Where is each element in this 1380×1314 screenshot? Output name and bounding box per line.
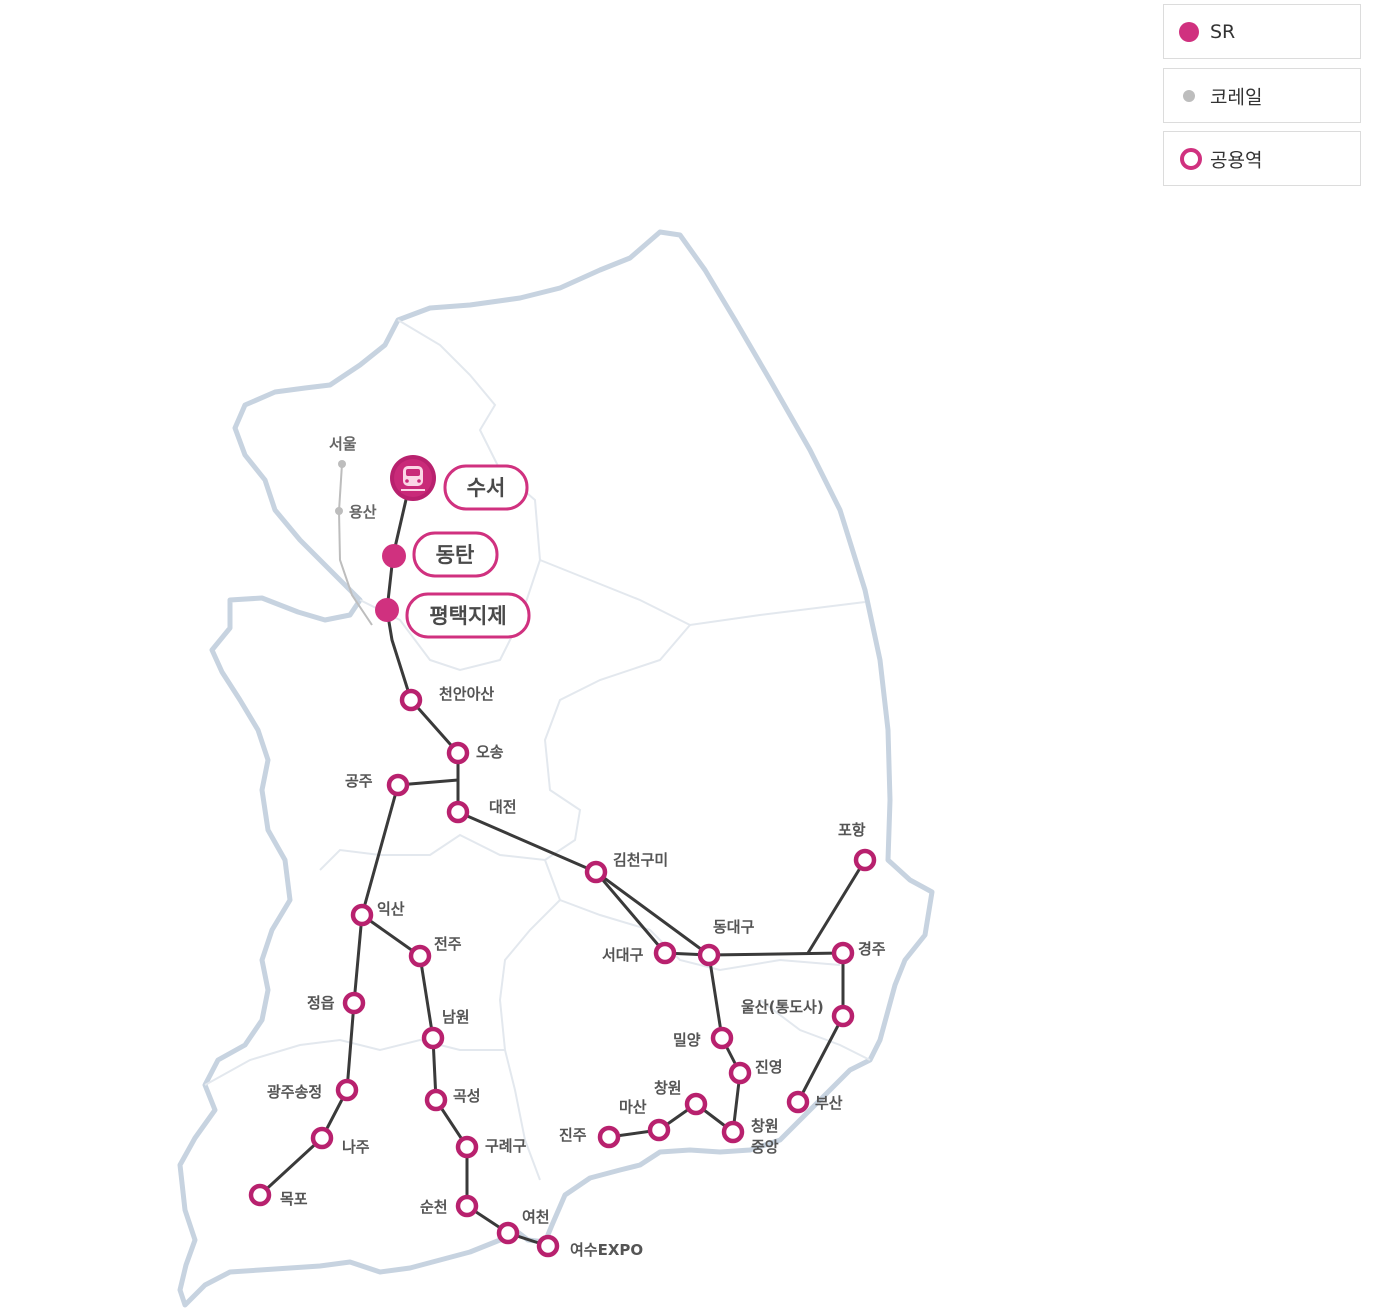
station-osong[interactable]: [446, 741, 470, 765]
station-namwon[interactable]: [421, 1026, 445, 1050]
station-miryang[interactable]: [710, 1026, 734, 1050]
label-naju: 나주: [342, 1138, 370, 1156]
station-gongju[interactable]: [386, 773, 410, 797]
legend-item-shared: 공용역: [1163, 131, 1361, 186]
peninsula-outline: [177, 229, 935, 1308]
pill-pyeongtaek[interactable]: 평택지제: [405, 592, 531, 639]
label-yongsan: 용산: [349, 503, 377, 521]
label-osong: 오송: [476, 743, 504, 761]
label-yeocheon: 여천: [522, 1208, 550, 1226]
label-gwangju: 광주송정: [267, 1083, 322, 1101]
svg-text:동탄: 동탄: [436, 543, 475, 567]
station-seodaegu[interactable]: [653, 941, 677, 965]
station-gyeongju[interactable]: [831, 941, 855, 965]
korail-station-yongsan[interactable]: [335, 507, 343, 515]
station-gurye[interactable]: [455, 1135, 479, 1159]
label-gimcheon: 김천구미: [613, 851, 668, 869]
sr-dot-icon: [1179, 21, 1199, 42]
station-iksan[interactable]: [350, 903, 374, 927]
station-daejeon[interactable]: [446, 800, 470, 824]
label-daejeon: 대전: [489, 798, 517, 816]
station-changwonjungang[interactable]: [721, 1120, 745, 1144]
station-pohang[interactable]: [853, 848, 877, 872]
station-masan[interactable]: [647, 1118, 671, 1142]
label-changwonjungang-line1: 창원: [751, 1117, 779, 1135]
label-changwonjungang-line2: 중앙: [751, 1138, 779, 1156]
korail-line: [337, 463, 373, 626]
shared-stations: [248, 688, 877, 1258]
label-suncheon: 순천: [420, 1198, 448, 1216]
pill-suseo[interactable]: 수서: [443, 464, 529, 511]
label-ulsan: 울산(통도사): [741, 998, 824, 1016]
station-jinju[interactable]: [597, 1125, 621, 1149]
station-ulsan[interactable]: [831, 1004, 855, 1028]
label-masan: 마산: [619, 1098, 647, 1116]
station-suncheon[interactable]: [455, 1194, 479, 1218]
korail-station-seoul[interactable]: [338, 460, 346, 468]
station-jeongeup[interactable]: [342, 991, 366, 1015]
label-namwon: 남원: [442, 1008, 470, 1026]
label-mokpo: 목포: [280, 1190, 308, 1208]
station-changwon[interactable]: [684, 1092, 708, 1116]
label-jeonju: 전주: [434, 935, 462, 953]
label-iksan: 익산: [377, 900, 405, 918]
label-cheonan: 천안아산: [439, 685, 494, 703]
label-pohang: 포항: [838, 821, 866, 839]
station-jeonju[interactable]: [408, 944, 432, 968]
station-gwangju[interactable]: [335, 1078, 359, 1102]
station-yeosu[interactable]: [536, 1234, 560, 1258]
svg-text:평택지제: 평택지제: [429, 604, 506, 628]
station-cheonan[interactable]: [399, 688, 423, 712]
label-busan: 부산: [815, 1094, 843, 1112]
province-borders: [204, 319, 871, 1181]
label-gokseong: 곡성: [453, 1087, 481, 1105]
label-seoul: 서울: [329, 435, 357, 453]
label-gongju: 공주: [345, 772, 373, 790]
station-mokpo[interactable]: [248, 1183, 272, 1207]
station-jinyeong[interactable]: [728, 1061, 752, 1085]
label-jinyeong: 진영: [755, 1058, 783, 1076]
label-dongdaegu: 동대구: [713, 918, 755, 936]
label-miryang: 밀양: [673, 1031, 701, 1049]
station-yeocheon[interactable]: [496, 1221, 520, 1245]
legend-item-sr: SR: [1163, 4, 1361, 59]
station-gokseong[interactable]: [424, 1088, 448, 1112]
legend-label-shared: 공용역: [1210, 149, 1263, 171]
station-naju[interactable]: [310, 1126, 334, 1150]
label-yeosu: 여수EXPO: [570, 1241, 643, 1259]
svg-text:수서: 수서: [467, 476, 506, 500]
suseo-terminal-icon[interactable]: [390, 455, 436, 501]
label-jinju: 진주: [559, 1126, 587, 1144]
korail-dot-icon: [1183, 89, 1195, 102]
label-seodaegu: 서대구: [602, 946, 644, 964]
sr-station-pyeongtaek[interactable]: [375, 598, 399, 622]
pill-dongtan[interactable]: 동탄: [412, 531, 499, 578]
shared-ring-icon: [1180, 147, 1202, 170]
label-gyeongju: 경주: [858, 940, 886, 958]
station-dongdaegu[interactable]: [697, 943, 721, 967]
sr-station-dongtan[interactable]: [382, 544, 406, 568]
label-gurye: 구례구: [485, 1137, 527, 1155]
legend-label-korail: 코레일: [1210, 86, 1263, 108]
station-gimcheon[interactable]: [584, 860, 608, 884]
station-busan[interactable]: [786, 1090, 810, 1114]
legend-item-korail: 코레일: [1163, 68, 1361, 123]
legend-label-sr: SR: [1210, 20, 1236, 43]
label-changwon: 창원: [654, 1079, 682, 1097]
label-jeongeup: 정읍: [307, 994, 335, 1012]
